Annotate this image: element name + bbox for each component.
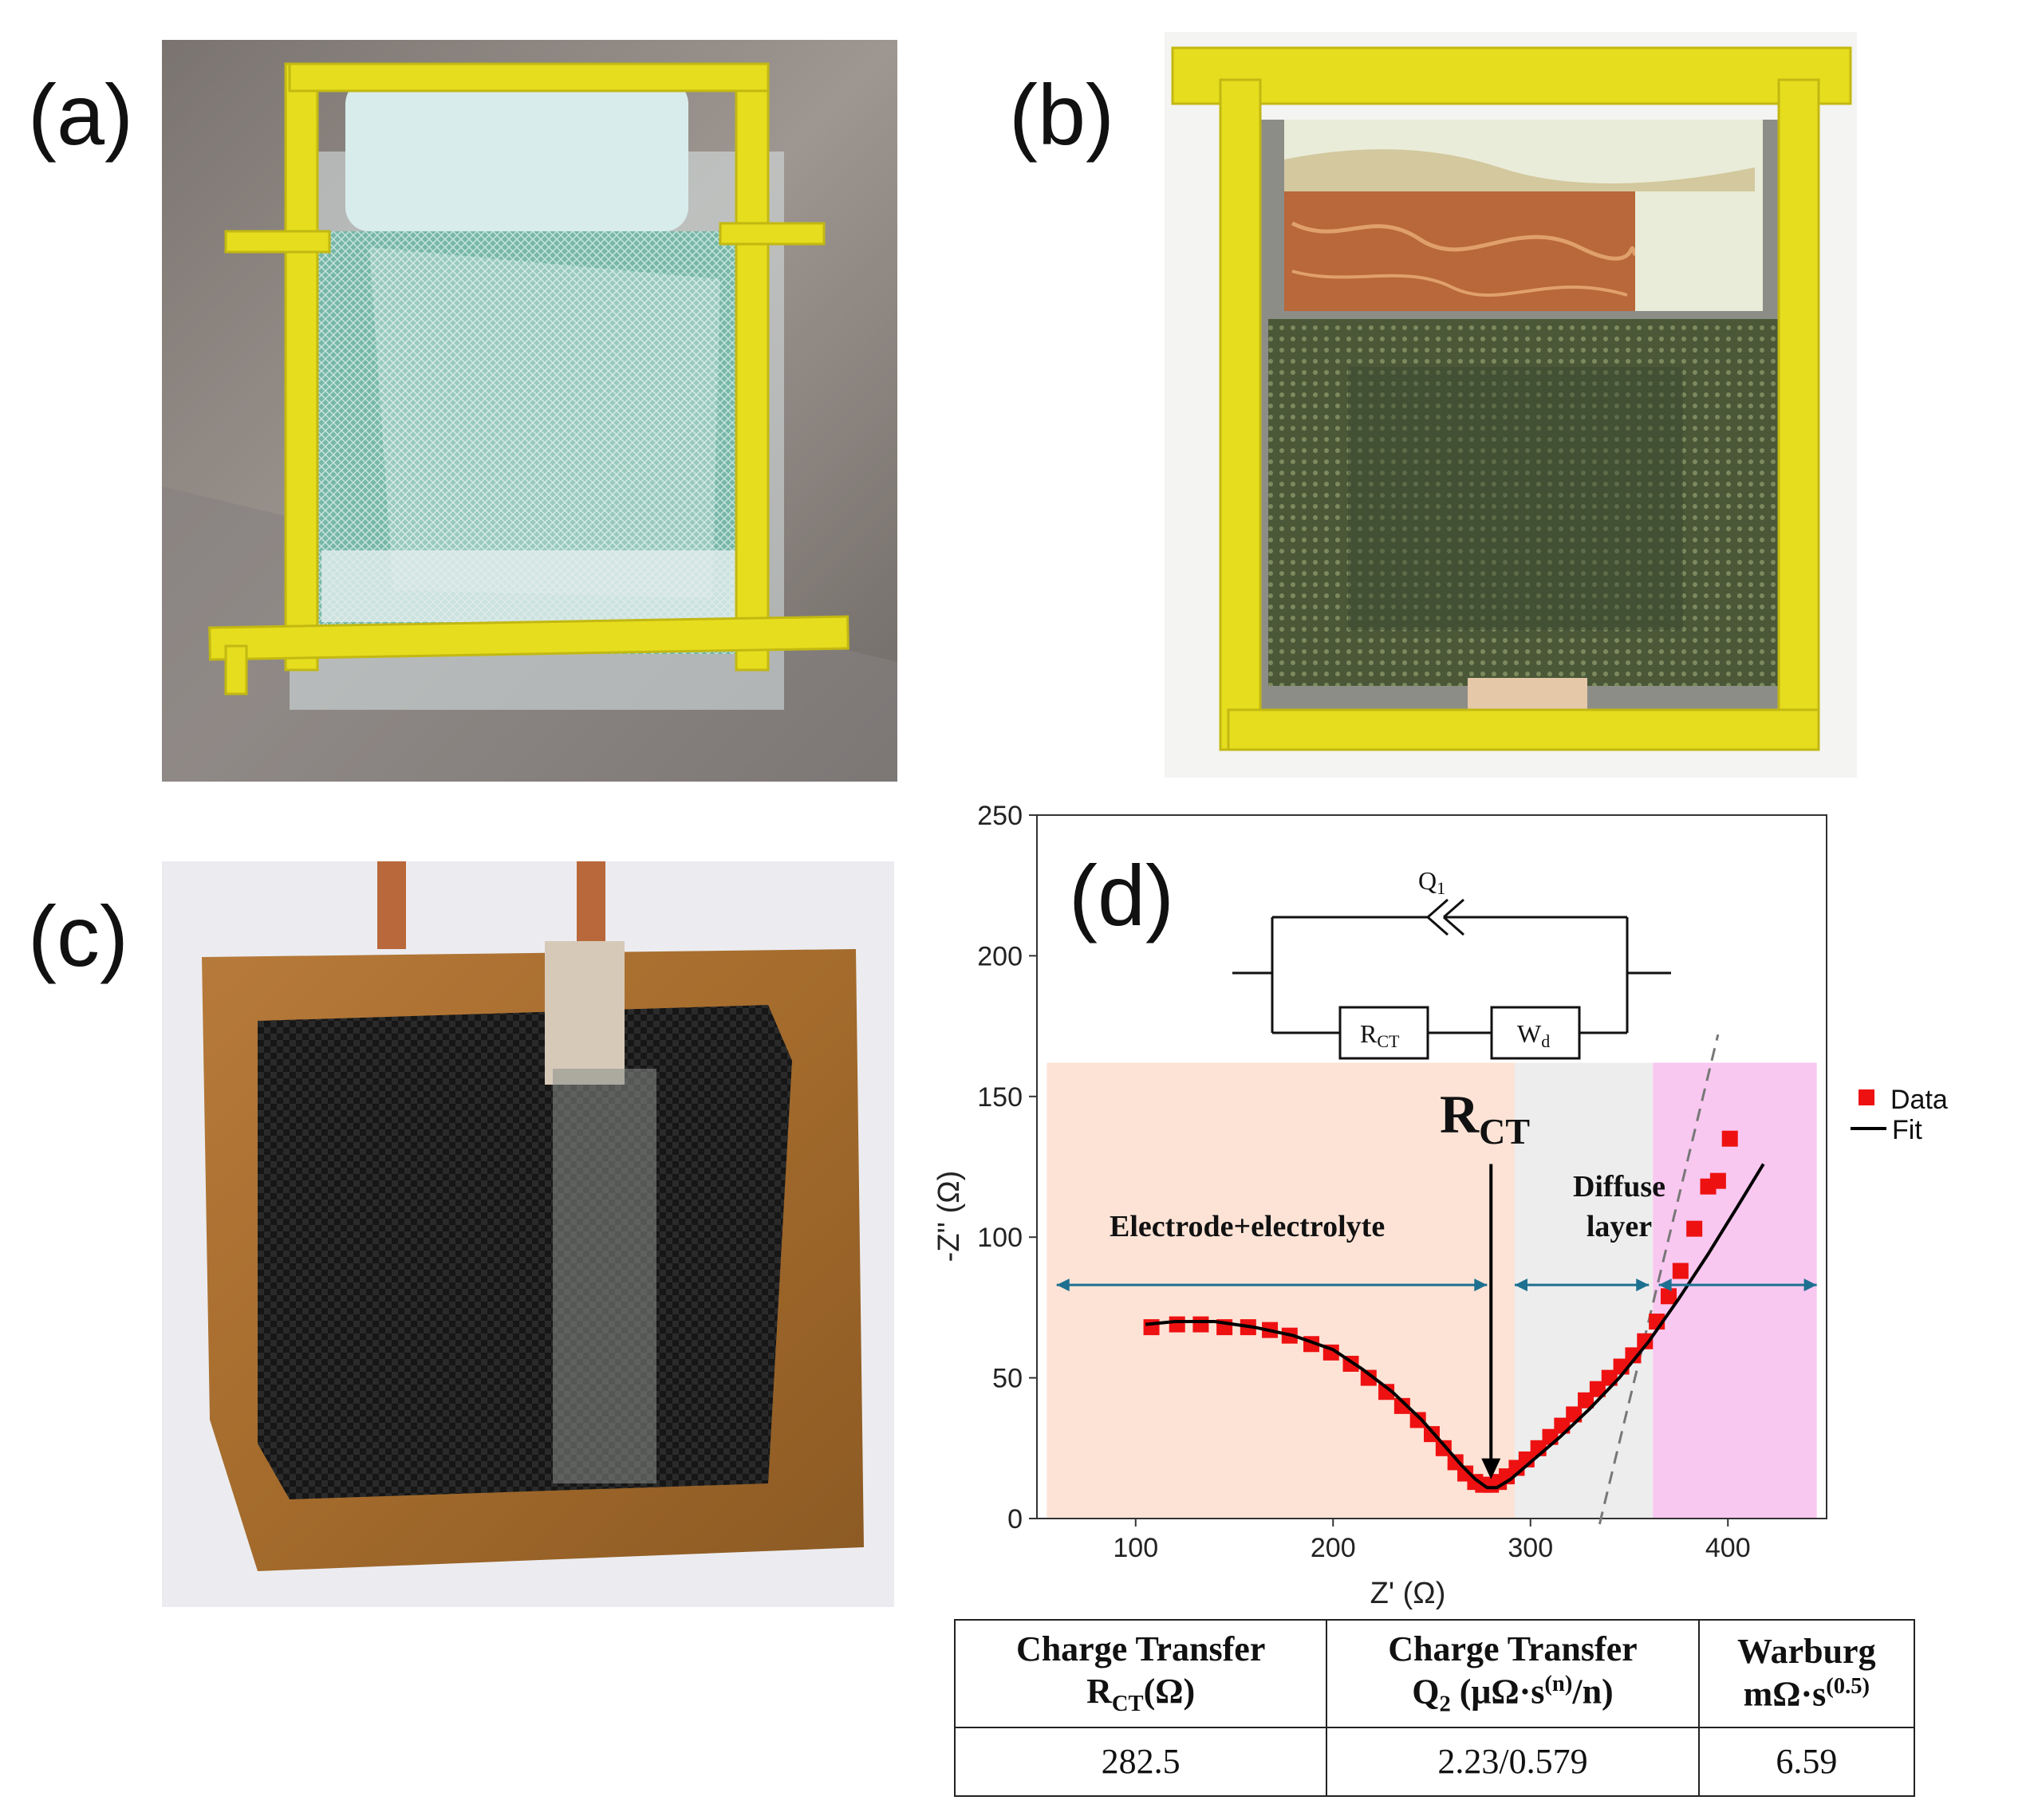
panel-label-d: (d) — [1069, 847, 1174, 943]
table-cell-warburg: 6.59 — [1697, 1726, 1916, 1798]
nyquist-chart: 100 200 300 400 0 50 100 150 200 250 (d) Q1 RCT W… — [917, 806, 2030, 1611]
circuit-rct-label: RCT — [1360, 1019, 1400, 1051]
table-header-row: Charge Transfer RCT(Ω) Charge Transfer Q… — [953, 1619, 1916, 1728]
data-point — [1393, 1397, 1410, 1414]
table-header-warburg: Warburg mΩ·s(0.5) — [1697, 1619, 1916, 1728]
photo-c — [162, 861, 894, 1607]
photo-b — [1165, 32, 1857, 778]
data-point — [1721, 1130, 1738, 1147]
warburg-guide-line — [1598, 1034, 1720, 1525]
fit-line — [1145, 1163, 1765, 1490]
panel-label-c: (c) — [28, 888, 128, 984]
table-cell-rct: 282.5 — [953, 1726, 1328, 1798]
y-axis-label: -Z'' (Ω) — [932, 1171, 966, 1263]
legend-data-marker — [1859, 1089, 1874, 1105]
diffuse-span-arrow — [1514, 1278, 1650, 1292]
diffuse-span-arrow-head-left — [1514, 1278, 1527, 1292]
data-point — [1360, 1369, 1377, 1386]
diffuse-span-arrow-head-right — [1636, 1278, 1650, 1292]
table-cell-q2: 2.23/0.579 — [1326, 1726, 1700, 1798]
x-tick-label: 200 — [1311, 1533, 1356, 1563]
circuit-warburg-label: Wd — [1517, 1019, 1550, 1051]
data-point — [1709, 1172, 1726, 1189]
chart-regions — [1047, 1062, 1817, 1519]
data-point — [1409, 1412, 1426, 1428]
equivalent-circuit — [1232, 898, 1671, 1060]
y-tick-label: 0 — [1007, 1504, 1023, 1534]
warburg-span-arrow — [1658, 1278, 1817, 1292]
table-header-rct: Charge Transfer RCT(Ω) — [953, 1619, 1328, 1728]
y-tick-label: 100 — [977, 1223, 1023, 1253]
x-tick-label: 100 — [1113, 1533, 1158, 1563]
data-point — [1637, 1333, 1654, 1349]
legend-data-label: Data — [1890, 1085, 1948, 1115]
y-tick-label: 50 — [992, 1364, 1023, 1394]
electrode-span-arrow-head-right — [1474, 1278, 1488, 1292]
rct-pointer-head — [1481, 1458, 1501, 1479]
warburg-span-arrow-head-left — [1658, 1278, 1672, 1292]
fit-parameter-table: Charge Transfer RCT(Ω) Charge Transfer Q… — [953, 1619, 1916, 1798]
electrode-span-arrow-head-left — [1056, 1278, 1070, 1292]
y-tick-label: 150 — [977, 1082, 1023, 1113]
rct-annotation: RCT — [1440, 1084, 1530, 1152]
legend-fit-label: Fit — [1892, 1115, 1922, 1145]
cpe-symbol — [1427, 898, 1464, 936]
electrode-span-arrow — [1056, 1278, 1488, 1292]
y-tick-label: 250 — [977, 806, 1023, 831]
data-point — [1686, 1220, 1703, 1237]
warburg-span-arrow-head-right — [1803, 1278, 1817, 1292]
data-point — [1625, 1347, 1642, 1364]
diffuse-region-label-1: Diffuse — [1573, 1170, 1665, 1203]
electrode-region-label: Electrode+electrolyte — [1110, 1210, 1385, 1243]
data-point — [1143, 1319, 1160, 1336]
circuit-q-label: Q1 — [1418, 866, 1445, 898]
diffuse-region-label-2: layer — [1587, 1210, 1652, 1243]
photo-a — [162, 40, 897, 782]
panel-label-a: (a) — [28, 66, 133, 163]
data-point — [1661, 1288, 1677, 1305]
data-point — [1192, 1316, 1209, 1333]
panel-label-b: (b) — [1009, 66, 1114, 163]
tape-frame-b — [1171, 46, 1852, 751]
table-header-q2: Charge Transfer Q2 (μΩ·s(n)/n) — [1326, 1619, 1700, 1728]
y-tick-label: 200 — [977, 941, 1023, 971]
table-row: 282.5 2.23/0.579 6.59 — [953, 1726, 1916, 1798]
data-point — [1169, 1316, 1185, 1333]
x-axis-label: Z' (Ω) — [1370, 1577, 1446, 1610]
data-point — [1672, 1263, 1689, 1279]
tape-frame-a — [208, 62, 849, 695]
data-point — [1435, 1440, 1452, 1456]
x-tick-label: 400 — [1705, 1533, 1751, 1563]
data-point — [1378, 1384, 1395, 1400]
plot-frame — [1036, 814, 1827, 1519]
x-tick-label: 300 — [1508, 1533, 1553, 1563]
